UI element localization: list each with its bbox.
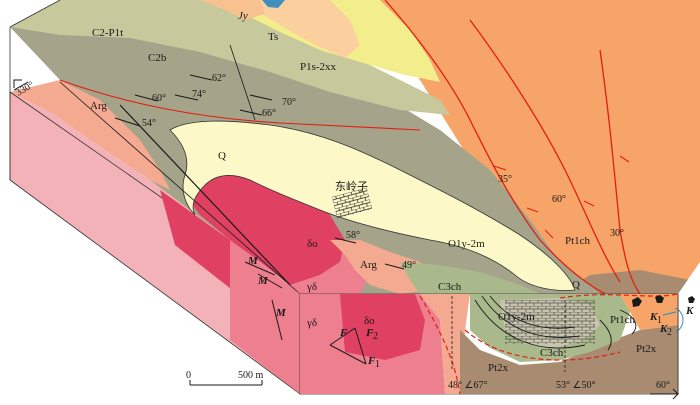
- label-o1y2m-section: O1y-2m: [498, 311, 535, 323]
- attitude-74: 74°: [192, 89, 206, 100]
- label-c2b: C2b: [148, 52, 167, 64]
- symbol-k1-sub: 1: [657, 315, 662, 326]
- label-delta-o-upper: δο: [307, 238, 318, 250]
- unit-c3ch-upper-area: [400, 262, 540, 294]
- symbol-k2-sub: 2: [667, 327, 672, 338]
- label-gamma-delta-upper: γδ: [306, 281, 317, 293]
- unit-q-upper-area: [169, 120, 576, 291]
- label-c3ch-upper: C3ch: [438, 281, 462, 293]
- symbol-m2: M: [257, 275, 269, 287]
- attitude-70: 70°: [282, 97, 296, 108]
- black-fault-3: [229, 44, 256, 121]
- label-o1y2m: O1y-2m: [448, 238, 485, 250]
- fault-line-3: [599, 49, 641, 294]
- attitude-66: 66°: [262, 108, 276, 119]
- attitude-58: 58°: [346, 230, 360, 241]
- label-q-upper: Q: [218, 150, 226, 162]
- label-c3ch-lower: C3ch: [540, 347, 564, 359]
- section-attitude-right: 53° ∠50°: [556, 380, 595, 391]
- orientation-right: 60°: [656, 380, 670, 391]
- front-face-arg: [420, 294, 470, 394]
- scale-bar-graphic: [189, 380, 263, 386]
- strike-dip-symbols: [114, 74, 405, 270]
- grid-symbol: [331, 187, 373, 219]
- unit-arg-upper-area: [10, 80, 170, 190]
- front-face-delta-o: [340, 294, 425, 360]
- symbol-k2: K: [659, 323, 668, 335]
- k-arrow: [662, 311, 677, 316]
- scale-length: 500 m: [238, 370, 264, 381]
- k-blobs: [632, 295, 695, 307]
- unit-jy-area: [200, 0, 265, 20]
- fault-line-2: [469, 19, 621, 283]
- force-triangle: [329, 327, 367, 365]
- label-pt1ch-right: Pt1ch: [565, 235, 591, 247]
- scale-zero: 0: [186, 370, 191, 381]
- left-side-gamma-delta: [230, 240, 300, 394]
- label-gamma-delta-lower: γδ: [306, 317, 317, 329]
- label-delta-o-lower: δο: [364, 315, 375, 327]
- unit-c2p1t-area: [10, 0, 450, 115]
- attitude-30: 30°: [610, 228, 624, 239]
- symbol-f1-sub: 1: [375, 359, 380, 370]
- orientation-right-arrow: [650, 388, 679, 400]
- section-attitude-left: 48° ∠67°: [448, 380, 487, 391]
- symbol-m1: M: [247, 255, 259, 267]
- front-face-pt2x: [460, 325, 678, 394]
- fault-line-4: [59, 79, 421, 131]
- label-q-lower: Q: [572, 279, 580, 291]
- fault-line-1: [384, 0, 606, 294]
- orientation-left-arrow: [13, 79, 29, 91]
- label-p1s2xx: P1s-2xx: [300, 61, 337, 73]
- attitude-54: 54°: [142, 118, 156, 129]
- label-pt1ch-section: Pt1ch: [610, 314, 636, 326]
- m-arrows: [244, 261, 283, 341]
- section-dashed-lines: [451, 296, 566, 372]
- symbol-m3: M: [275, 307, 287, 319]
- attitude-60b: 60°: [552, 194, 566, 205]
- black-fault-2: [59, 81, 301, 294]
- symbol-f2: F: [365, 327, 374, 339]
- symbol-f1: F: [367, 355, 376, 367]
- symbol-f: F: [339, 327, 348, 339]
- block-outline-top: [9, 0, 61, 28]
- attitude-62: 62°: [212, 73, 226, 84]
- label-arg-lower: Arg: [360, 259, 377, 271]
- label-jy: Jy: [238, 10, 248, 22]
- symbol-k: K: [685, 305, 694, 317]
- label-arg-upper: Arg: [90, 100, 107, 112]
- unit-pt1ch-area: [360, 0, 700, 294]
- attitude-49: 49°: [402, 260, 416, 271]
- label-place-name: 东岭子: [335, 179, 368, 193]
- front-red-dashes: [419, 293, 679, 395]
- symbol-k1: K: [649, 311, 658, 323]
- label-pt2x-left: Pt2x: [488, 362, 509, 374]
- label-ts: Ts: [268, 31, 278, 43]
- label-pt2x-right: Pt2x: [636, 343, 657, 355]
- attitude-35: 35°: [498, 174, 512, 185]
- fold-traces: [474, 295, 637, 351]
- fault-dip-ticks: [493, 155, 630, 239]
- jy-blue-patch: [262, 0, 285, 8]
- label-c2p1t: C2-P1t: [92, 27, 123, 39]
- black-fault-1: [119, 104, 291, 286]
- attitude-60: 60°: [152, 93, 166, 104]
- symbol-f2-sub: 2: [373, 331, 378, 342]
